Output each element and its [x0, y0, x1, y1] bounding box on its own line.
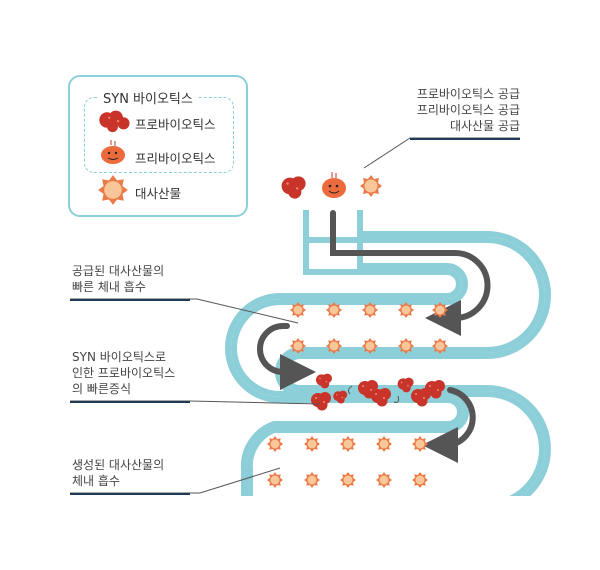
legend-title: SYN 바이오틱스: [98, 88, 198, 107]
legend-label-probiotic: 프로바이오틱스: [135, 117, 216, 132]
callout-absorb-supplied-line-1: 공급된 대사산물의: [72, 264, 165, 278]
flow-arrows: [257, 210, 491, 463]
legend-label-prebiotic: 프리바이오틱스: [135, 151, 216, 166]
callout-absorb-supplied: 공급된 대사산물의 빠른 체내 흡수: [72, 263, 164, 295]
probiotic-cluster-icon: [99, 110, 130, 133]
flow-arrow-3: [422, 387, 476, 463]
probiotic-bacteria: [311, 373, 445, 411]
callout-absorb-generated: 생성된 대사산물의 체내 흡수: [72, 457, 164, 489]
callout-supply-line-2: 프리바이오틱스 공급: [416, 103, 520, 117]
flow-arrow-2: [257, 323, 316, 390]
callout-absorb-supplied-line-2: 빠른 체내 흡수: [72, 280, 146, 294]
bottom-cover: [0, 496, 600, 570]
callout-proliferation-line-3: 의 빠른증식: [72, 382, 132, 396]
callout-supply: 프로바이오틱스 공급 프리바이오틱스 공급 대사산물 공급: [380, 86, 520, 134]
prebiotic-blob-icon: [101, 140, 125, 164]
flow-arrow-1: [330, 210, 491, 336]
callout-proliferation: SYN 바이오틱스로 인한 프로바이오틱스 의 빠른증식: [72, 349, 175, 397]
callout-absorb-generated-line-1: 생성된 대사산물의: [72, 458, 165, 472]
callout-underlines: [70, 138, 520, 495]
supply-items: [281, 172, 382, 199]
callout-proliferation-line-1: SYN 바이오틱스로: [72, 350, 166, 364]
callout-supply-line-1: 프로바이오틱스 공급: [416, 87, 520, 101]
supply-prebiotic-icon: [322, 172, 346, 198]
callout-supply-line-3: 대사산물 공급: [449, 119, 520, 133]
legend-label-metabolite: 대사산물: [135, 186, 182, 201]
callout-proliferation-line-2: 인한 프로바이오틱스: [72, 366, 176, 380]
metabolite-sun-icon: [98, 175, 128, 205]
callout-absorb-generated-line-2: 체내 흡수: [72, 474, 120, 488]
